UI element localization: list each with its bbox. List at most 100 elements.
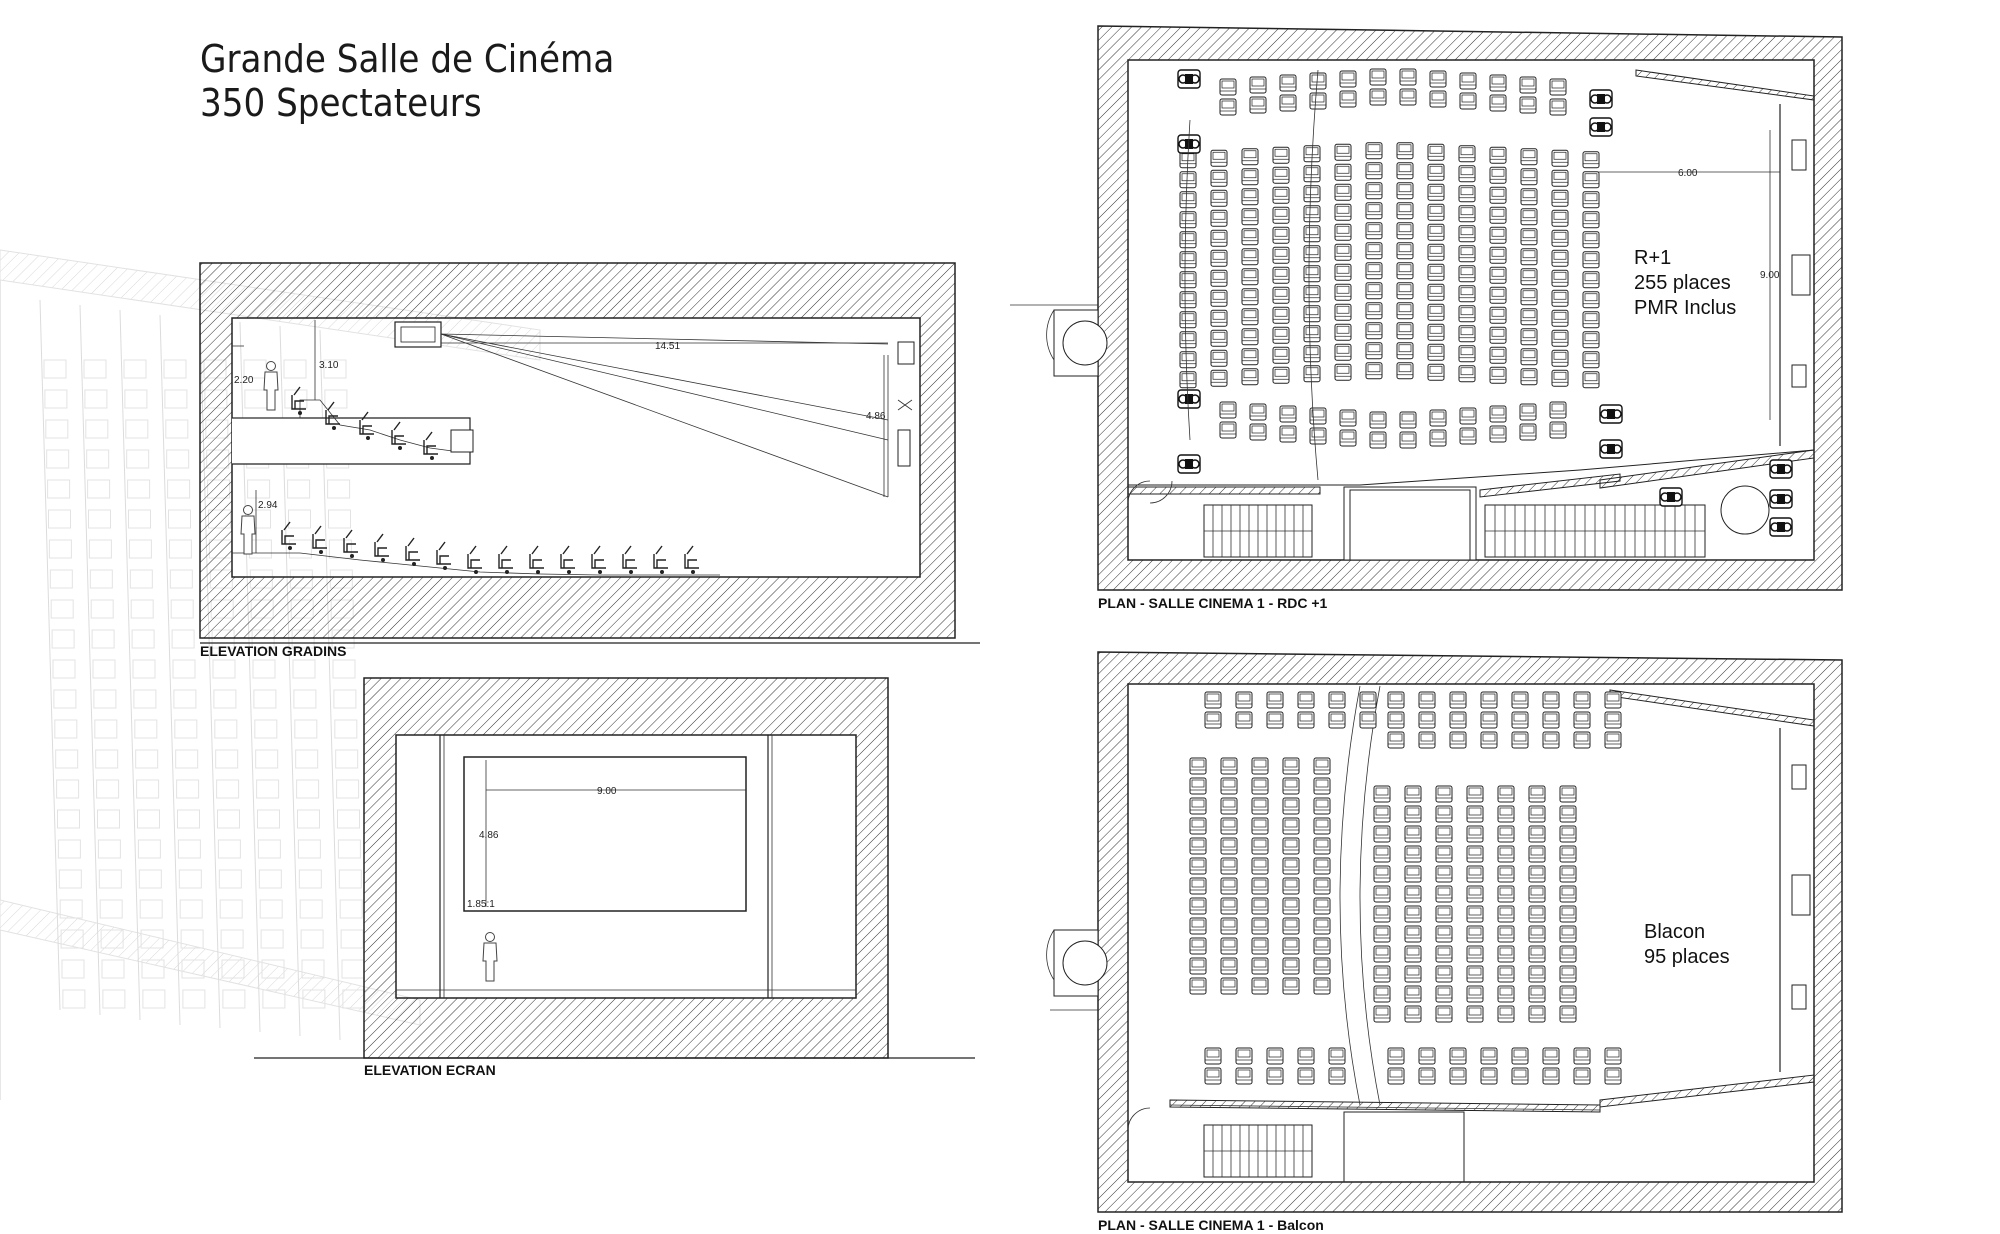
seat-icon — [1549, 421, 1567, 439]
seat-icon — [560, 545, 576, 575]
seat-icon — [1459, 427, 1477, 445]
seat-icon — [165, 419, 189, 439]
seat-icon — [1272, 226, 1290, 244]
seat-icon — [1220, 777, 1238, 795]
seat-icon — [1266, 711, 1284, 729]
seat-icon — [1313, 797, 1331, 815]
seat-icon — [1210, 209, 1228, 227]
seat-icon — [1528, 945, 1546, 963]
seat-icon — [295, 749, 319, 769]
seat-icon — [48, 509, 71, 529]
seat-icon — [1458, 205, 1476, 223]
seat-icon — [1520, 368, 1538, 386]
seat-icon — [1404, 865, 1422, 883]
seat-icon — [180, 929, 204, 949]
seat-icon — [1449, 731, 1467, 749]
seat-icon — [1365, 162, 1383, 180]
seat-icon — [1373, 1005, 1391, 1023]
seat-icon — [123, 359, 147, 379]
seat-icon — [1251, 977, 1269, 995]
seat-icon — [1427, 343, 1445, 361]
seat-icon — [1459, 407, 1477, 425]
seat-icon — [327, 479, 351, 499]
seat-icon — [1251, 777, 1269, 795]
cinema-screen — [463, 756, 747, 912]
seat-icon — [298, 869, 322, 889]
seat-icon — [1435, 965, 1453, 983]
seat-icon — [1396, 302, 1414, 320]
seat-icon — [1365, 262, 1383, 280]
seat-icon — [1241, 368, 1259, 386]
seat-icon — [133, 689, 157, 709]
seat-icon — [1251, 837, 1269, 855]
seat-icon — [1489, 405, 1507, 423]
seat-icon — [97, 809, 120, 829]
seat-icon — [1282, 977, 1300, 995]
seat-icon — [1551, 229, 1569, 247]
seat-icon — [1435, 985, 1453, 1003]
seat-icon — [1282, 897, 1300, 915]
seat-icon — [1427, 203, 1445, 221]
seat-icon — [1418, 731, 1436, 749]
seat-icon — [1489, 425, 1507, 443]
caption-plan-rdc: PLAN - SALLE CINEMA 1 - RDC +1 — [1098, 595, 1328, 611]
seat-icon — [1297, 691, 1315, 709]
seat-icon — [1511, 1067, 1529, 1085]
plan-balcon: Blacon 95 places PLAN - SALLE CINEMA 1 -… — [1046, 651, 1843, 1233]
seat-icon — [1219, 98, 1237, 116]
seat-icon — [1489, 186, 1507, 204]
seat-icon — [1359, 691, 1377, 709]
wheelchair-seat-icon — [1659, 487, 1683, 507]
seat-icon — [1519, 403, 1537, 421]
seat-icon — [1313, 897, 1331, 915]
seat-icon — [1189, 757, 1207, 775]
seat-icon — [1559, 925, 1577, 943]
seat-icon — [1497, 865, 1515, 883]
seat-icon — [1303, 345, 1321, 363]
seat-icon — [181, 959, 205, 979]
seat-icon — [1313, 837, 1331, 855]
seat-icon — [1528, 985, 1546, 1003]
elevation-ecran: 9.00 4.86 1.85:1 ELEVATION ECRAN — [254, 677, 975, 1078]
seat-icon — [1189, 797, 1207, 815]
seat-icon — [1528, 825, 1546, 843]
seat-icon — [164, 389, 188, 409]
seat-icon — [337, 839, 361, 859]
seat-icon — [1427, 163, 1445, 181]
seat-icon — [1466, 785, 1484, 803]
plan-rdc-label-line-3: PMR Inclus — [1634, 297, 1736, 319]
seat-icon — [1404, 845, 1422, 863]
seat-icon — [1365, 142, 1383, 160]
seat-icon — [297, 809, 320, 829]
seat-icon — [1179, 351, 1197, 369]
seat-icon — [173, 689, 197, 709]
seat-icon — [1249, 403, 1267, 421]
seat-icon — [124, 389, 148, 409]
seat-icon — [1396, 182, 1414, 200]
seat-icon — [1220, 757, 1238, 775]
seat-icon — [1235, 711, 1253, 729]
seat-icon — [1282, 957, 1300, 975]
seat-icon — [1189, 917, 1207, 935]
seat-icon — [1551, 189, 1569, 207]
seat-icon — [91, 629, 115, 649]
seat-icon — [1282, 817, 1300, 835]
seat-icon — [1449, 1047, 1467, 1065]
seat-icon — [1458, 265, 1476, 283]
seat-icon — [1520, 188, 1538, 206]
seat-icon — [328, 509, 351, 529]
seat-icon — [294, 719, 318, 739]
seat-icon — [1220, 917, 1238, 935]
seat-icon — [1272, 266, 1290, 284]
seat-icon — [1435, 885, 1453, 903]
seat-icon — [1520, 348, 1538, 366]
seat-icon — [132, 659, 156, 679]
seat-icon — [1551, 329, 1569, 347]
seat-icon — [1582, 191, 1600, 209]
seat-icon — [287, 479, 311, 499]
seat-icon — [1179, 291, 1197, 309]
seat-icon — [130, 599, 154, 619]
stairs-icon — [1484, 504, 1706, 558]
seat-icon — [1251, 897, 1269, 915]
